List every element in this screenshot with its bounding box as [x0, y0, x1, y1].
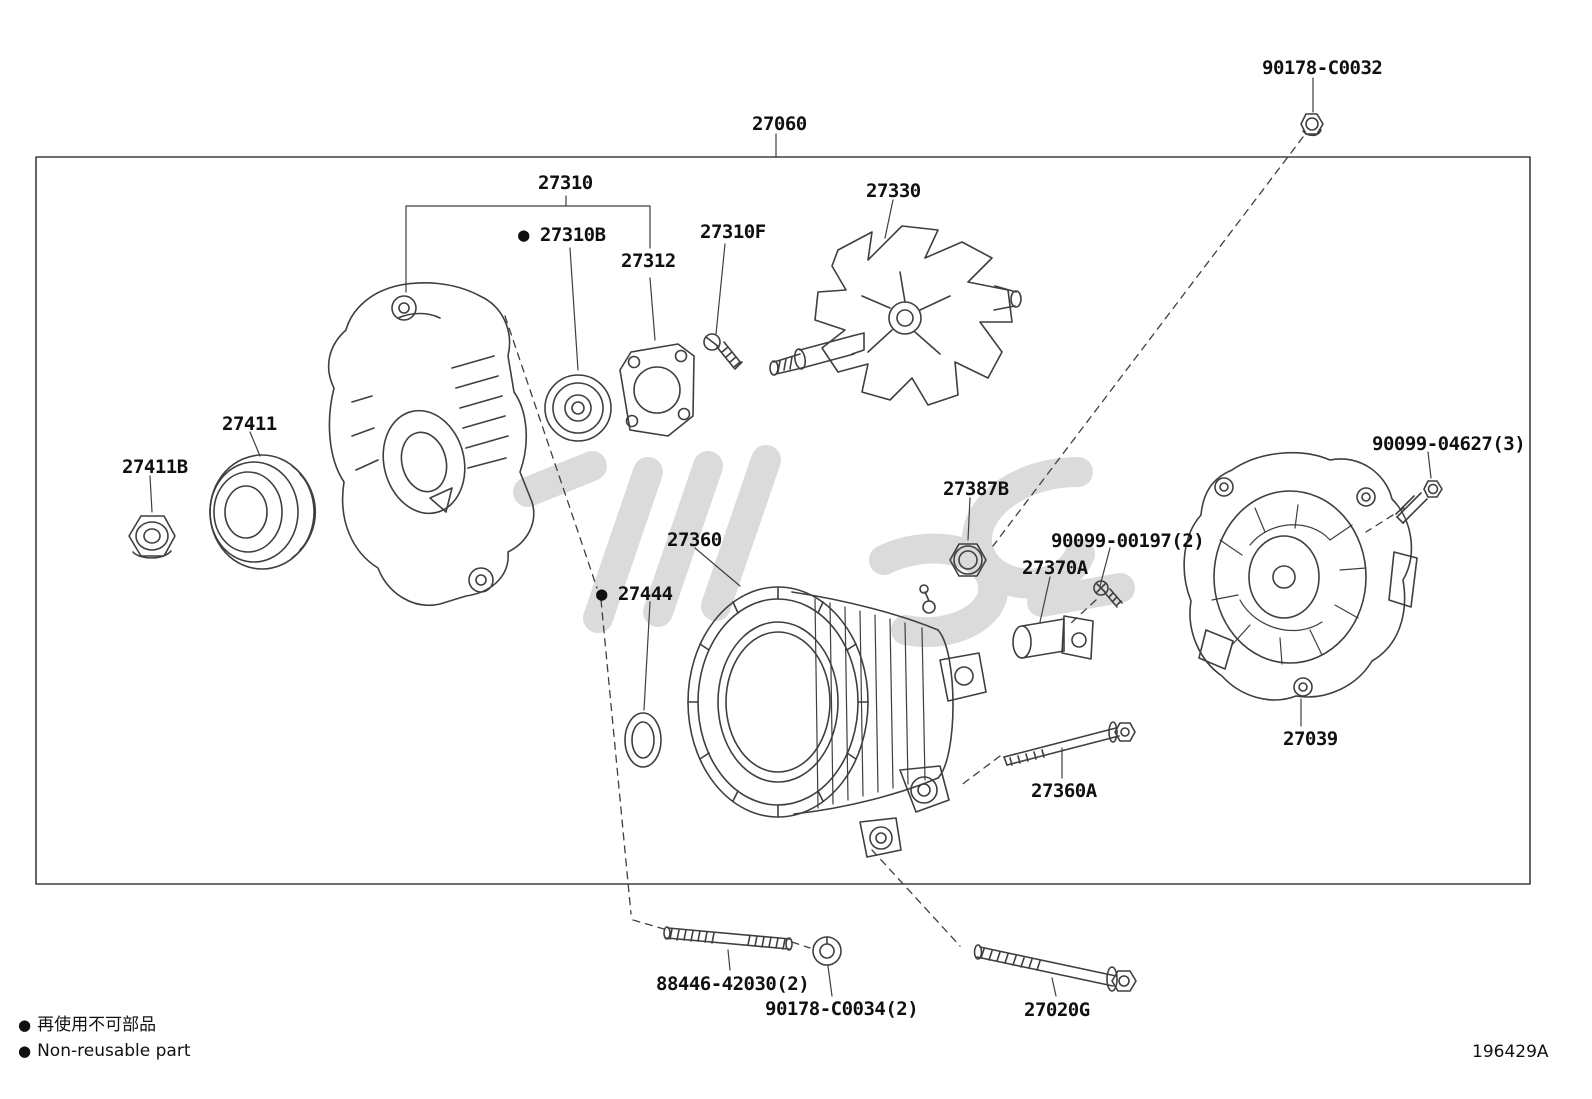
part-nut-90178-C0032	[1300, 113, 1324, 137]
watermark-logo	[513, 445, 1135, 648]
part-label-88446-42030(2): 88446-42030(2)	[656, 973, 810, 995]
part-label-27310: 27310	[538, 172, 593, 194]
part-nut-27411B	[128, 515, 176, 559]
part-label-90178-C0034(2): 90178-C0034(2)	[765, 998, 919, 1020]
part-rotor-27330	[769, 225, 1022, 406]
part-bolt-27020G	[973, 944, 1137, 992]
legend-item-jp: ● 再使用不可部品	[18, 1012, 190, 1038]
figure-code: 196429A	[1472, 1042, 1549, 1062]
assembly-dashed-lines	[504, 136, 1405, 949]
legend-text-en: Non-reusable part	[37, 1041, 191, 1061]
part-screw-90099-00197	[1093, 580, 1123, 608]
part-front-bracket-27310	[327, 282, 535, 606]
part-rear-cover-27039	[1183, 451, 1418, 701]
part-label-27312: 27312	[621, 250, 676, 272]
part-label-27370A: 27370A	[1022, 557, 1088, 579]
part-bolt-27360A	[1003, 721, 1136, 766]
part-retainer-27312	[619, 343, 695, 437]
leader-lines	[149, 77, 1432, 997]
legend-text-jp: 再使用不可部品	[37, 1015, 157, 1035]
part-label-27360: 27360	[667, 529, 722, 551]
part-label-90178-C0032: 90178-C0032	[1262, 57, 1383, 79]
part-nut-27387B	[949, 543, 987, 577]
part-label-90099-04627(3): 90099-04627(3)	[1372, 433, 1526, 455]
part-screw-27310F	[703, 333, 743, 370]
part-pulley-27411	[209, 454, 317, 570]
part-nut-90178-C0034	[812, 936, 842, 966]
part-stator-27360	[687, 584, 987, 858]
part-label-27444: ● 27444	[596, 583, 673, 605]
legend-item-en: ● Non-reusable part	[18, 1038, 190, 1064]
part-label-90099-00197(2): 90099-00197(2)	[1051, 530, 1205, 552]
part-label-27411: 27411	[222, 413, 277, 435]
part-label-27387B: 27387B	[943, 478, 1009, 500]
part-label-27330: 27330	[866, 180, 921, 202]
part-stud-88446-42030	[663, 926, 793, 951]
part-label-27039: 27039	[1283, 728, 1338, 750]
part-bearing-27310B	[544, 374, 612, 442]
part-label-27411B: 27411B	[122, 456, 188, 478]
part-bolt-90099-04627	[1395, 480, 1443, 524]
part-label-27360A: 27360A	[1031, 780, 1097, 802]
part-label-27310F: 27310F	[700, 221, 766, 243]
part-label-27020G: 27020G	[1024, 999, 1090, 1021]
non-reusable-bullet-icon: ●	[18, 1016, 32, 1034]
non-reusable-bullet-icon: ●	[18, 1042, 32, 1060]
part-ring-27444	[624, 712, 662, 768]
diagram-border	[35, 156, 1531, 885]
part-regulator-27370A	[1012, 615, 1094, 660]
part-label-27060: 27060	[752, 113, 807, 135]
legend: ● 再使用不可部品 ● Non-reusable part	[18, 1012, 190, 1064]
part-label-27310B: ● 27310B	[518, 224, 606, 246]
